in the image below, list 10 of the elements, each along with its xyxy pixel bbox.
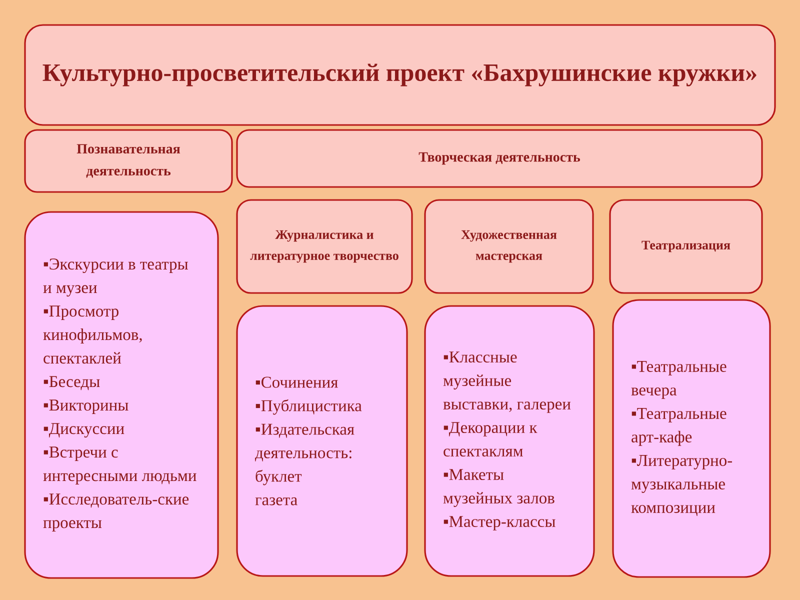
category-box: Познавательная деятельность	[24, 129, 233, 193]
list-box: ▪Сочинения ▪Публицистика ▪Издательская деятельность: буклет газета	[236, 305, 408, 577]
list-box: ▪Классные музейные выставки, галереи ▪Декорации к спектаклям ▪Макеты музейных залов ▪Мастер-классы	[424, 305, 595, 577]
heading-box: Художественная мастерская	[424, 199, 594, 294]
heading-box: Театрализация	[609, 199, 763, 294]
list-box: ▪Экскурсии в театры и музеи ▪Просмотр кинофильмов, спектаклей ▪Беседы ▪Викторины ▪Дискуссии ▪Встречи с интересными людьми ▪Исследователь-ские проекты	[24, 211, 219, 579]
heading-box: Журналистика и литературное творчество	[236, 199, 413, 294]
title-box: Культурно-просветительский проект «Бахрушинские кружки»	[24, 24, 776, 126]
category-box: Творческая деятельность	[236, 129, 763, 188]
list-box: ▪Театральные вечера ▪Театральные арт-кафе ▪Литературно-музыкальные композиции	[612, 299, 771, 578]
